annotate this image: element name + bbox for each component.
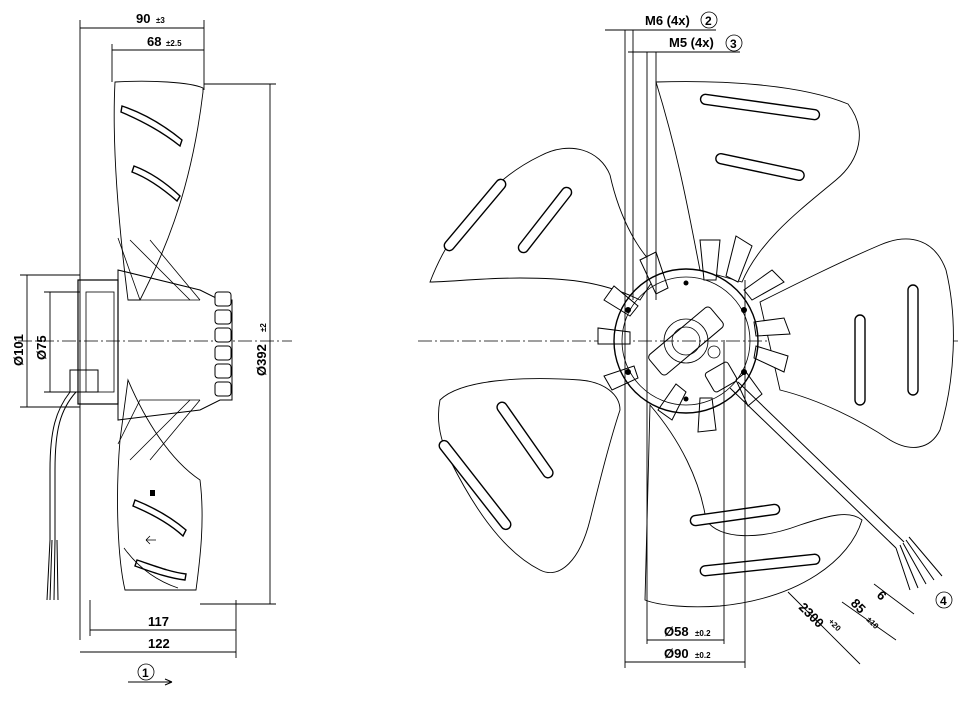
dim-90-label: 90 xyxy=(136,11,150,26)
hub-spider xyxy=(117,237,200,445)
mounting-hole xyxy=(625,369,631,375)
dim-d101-label: Ø101 xyxy=(11,334,26,366)
motor-shaft xyxy=(671,326,701,356)
hub-profile xyxy=(117,269,233,421)
dim-117-label: 117 xyxy=(148,614,169,629)
front-cable-wires xyxy=(895,536,943,591)
blade-bottom xyxy=(644,403,863,608)
side-blade-slot xyxy=(131,165,181,203)
hub-ribs xyxy=(129,239,201,461)
cable-marker: 4 xyxy=(940,594,947,608)
cable-gland xyxy=(69,369,99,393)
dim-d90-tolerance: ±0.2 xyxy=(695,651,711,660)
side-blade-slot xyxy=(132,499,187,538)
dim-d58-label: Ø58 xyxy=(664,624,689,639)
dim-line-2300 xyxy=(787,591,861,665)
mounting-hole xyxy=(683,280,689,286)
mounting-hole xyxy=(625,307,631,313)
dim-d392-label: Ø392 xyxy=(254,344,269,376)
side-blade-bottom xyxy=(117,378,203,591)
thread-m5-marker-circle xyxy=(725,34,743,52)
front-view: M6 (4x) 2 M5 (4x) 3 Ø58 ±0.2 Ø90 ±0.2 23… xyxy=(418,11,958,668)
blade-lower-left xyxy=(438,378,621,573)
thread-m6-marker-circle xyxy=(700,11,718,29)
motor-shaft-ring xyxy=(663,318,709,364)
motor-housing-inner xyxy=(621,276,751,406)
side-blade-edge xyxy=(123,547,179,589)
mounting-hole xyxy=(683,396,689,402)
airflow-arrow-icon xyxy=(128,678,173,686)
dim-d90-label: Ø90 xyxy=(664,646,689,661)
dim-68-label: 68 xyxy=(147,34,161,49)
cable-wires xyxy=(46,539,59,601)
dim-line-6 xyxy=(873,583,915,615)
dim-d392-tolerance: ±2 xyxy=(259,323,268,332)
dim-d75-label: Ø75 xyxy=(34,335,49,360)
thread-m6-label: M6 (4x) xyxy=(645,13,690,28)
cable-85-tolerance: ±10 xyxy=(865,615,881,631)
dim-line-85 xyxy=(841,601,897,641)
blade-slots xyxy=(438,93,919,577)
mounting-hole xyxy=(741,307,747,313)
motor-housing-outer xyxy=(613,268,759,414)
airflow-marker-label: 1 xyxy=(142,666,149,680)
side-blade-top xyxy=(113,80,204,301)
motor-rotor xyxy=(85,291,115,393)
cable-marker-circle xyxy=(935,591,953,609)
motor-bolt xyxy=(707,345,721,359)
front-cable xyxy=(729,381,905,549)
motor-fins xyxy=(214,291,232,397)
dim-68-tolerance: ±2.5 xyxy=(166,39,182,48)
blade-top xyxy=(655,81,860,283)
airflow-marker-circle xyxy=(137,663,155,681)
side-cable xyxy=(49,391,77,540)
mounting-hole xyxy=(741,369,747,375)
side-view: 90 ±3 68 ±2.5 Ø101 Ø75 Ø392 ±2 117 122 1 xyxy=(11,11,292,686)
side-blade-slot xyxy=(120,105,183,148)
motor-label-plate xyxy=(648,306,724,376)
dim-122-label: 122 xyxy=(148,636,170,651)
cable-gland-front xyxy=(704,361,738,393)
cable-6-label: 6 xyxy=(874,588,890,604)
blade-mark-icon xyxy=(150,490,155,496)
cable-2300-tolerance: +20 xyxy=(827,617,843,633)
thread-m5-marker: 3 xyxy=(730,37,737,51)
thread-m6-marker: 2 xyxy=(705,14,712,28)
cable-85-label: 85 xyxy=(848,596,869,617)
rotation-arrow-icon xyxy=(145,535,156,545)
dim-90-tolerance: ±3 xyxy=(156,16,165,25)
thread-m5-label: M5 (4x) xyxy=(669,35,714,50)
dim-d58-tolerance: ±0.2 xyxy=(695,629,711,638)
side-blade-slot xyxy=(134,559,187,581)
